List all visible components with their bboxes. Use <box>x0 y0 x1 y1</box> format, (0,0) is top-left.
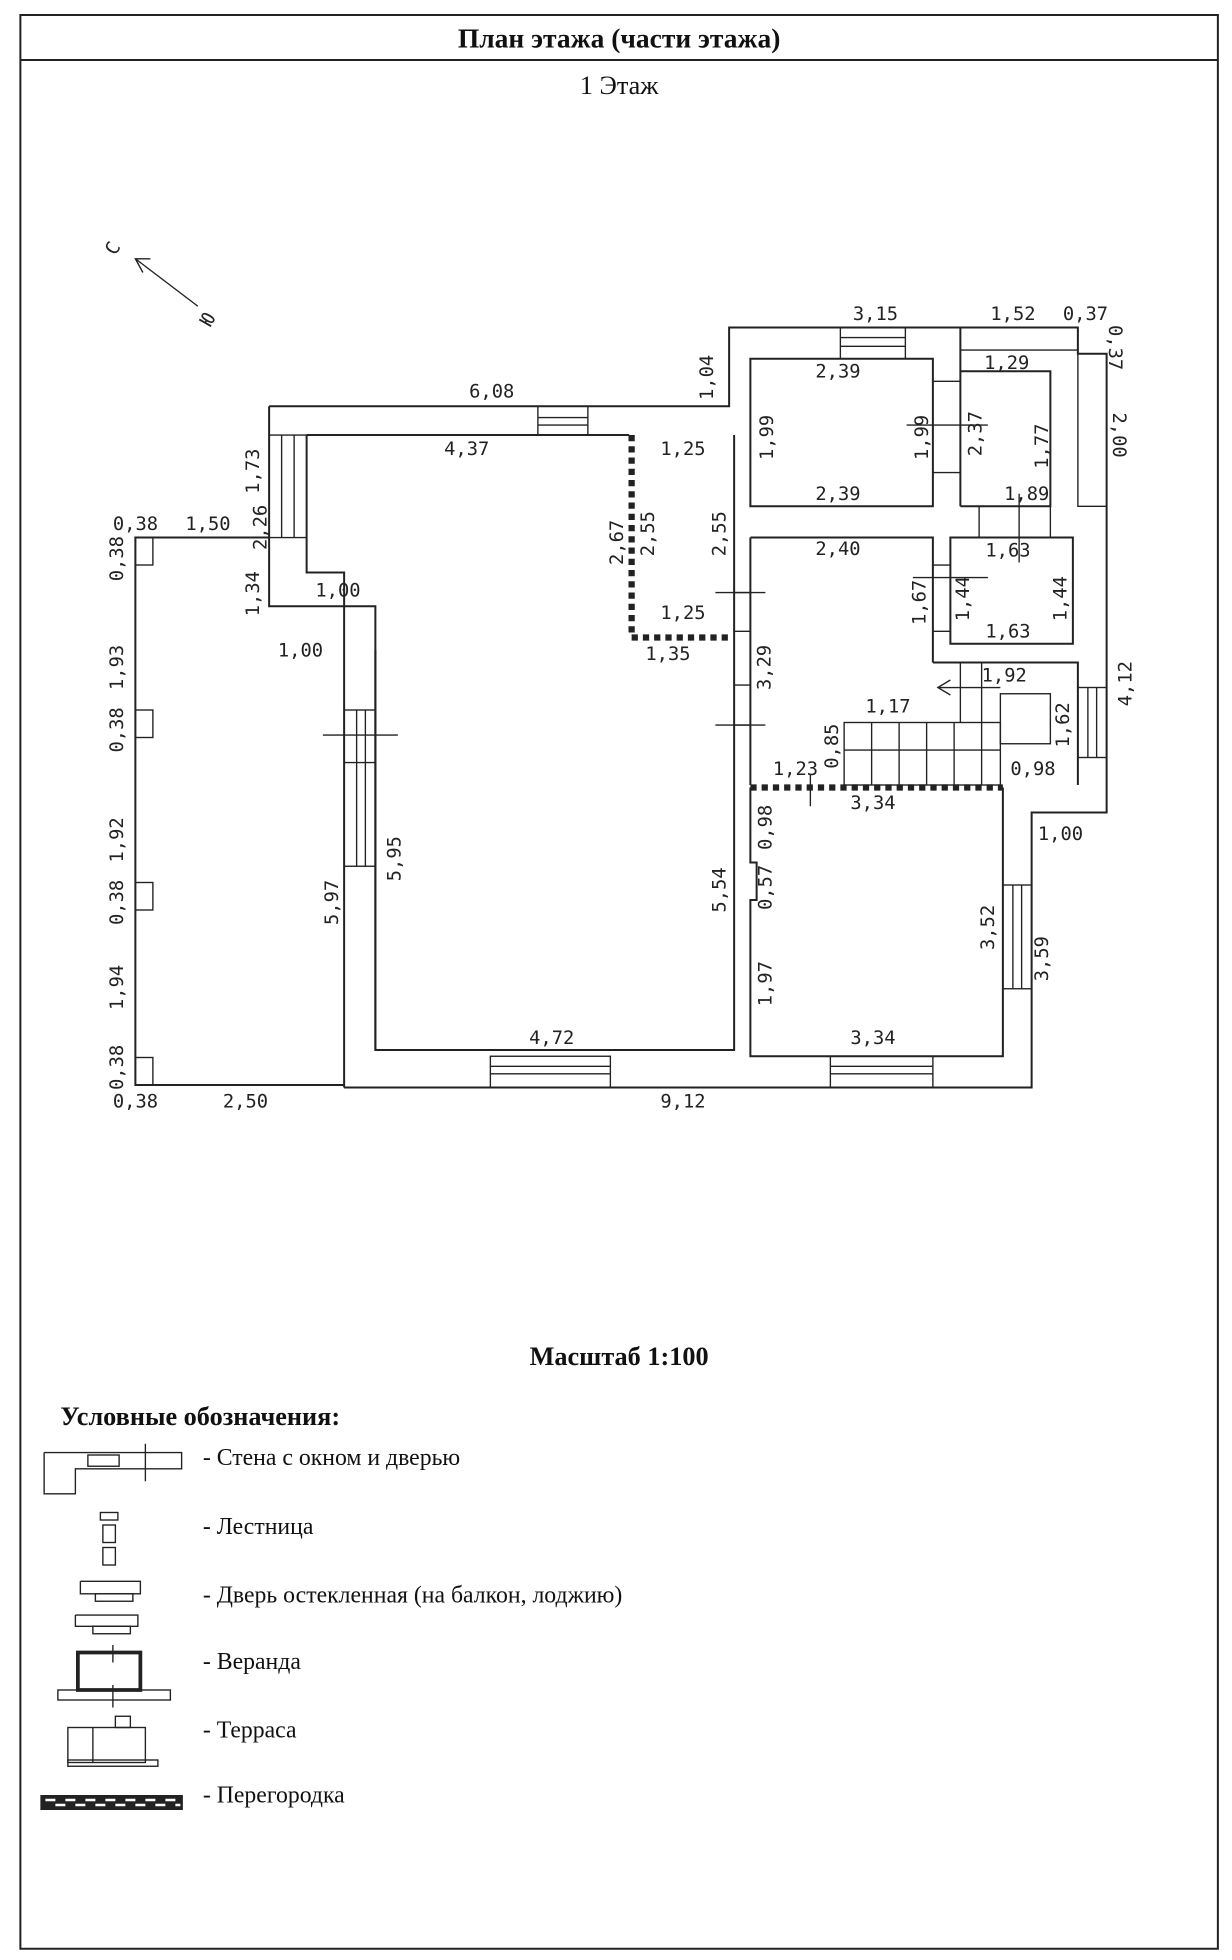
dim-label: 6,08 <box>469 382 514 403</box>
dim-label: 1,52 <box>990 304 1035 325</box>
dim-label: 1,89 <box>1004 484 1049 505</box>
dim-label: 1,35 <box>645 644 690 665</box>
dim-label: 0,37 <box>1104 325 1125 370</box>
dim-label: 2,00 <box>1108 413 1129 458</box>
compass-icon: С Ю <box>102 238 221 330</box>
dim-label: 5,54 <box>709 867 730 912</box>
dim-label: 3,59 <box>1032 936 1053 981</box>
dim-label: 4,37 <box>444 439 489 460</box>
dim-label: 5,95 <box>384 836 405 881</box>
dim-label: 0,38 <box>107 707 128 752</box>
dim-label: 2,39 <box>815 362 860 383</box>
dim-label: 0,37 <box>1063 304 1108 325</box>
legend-title: Условные обозначения: <box>60 1402 340 1431</box>
dim-label: 1,94 <box>107 965 128 1010</box>
dim-label: 0,38 <box>107 880 128 925</box>
dim-label: 5,97 <box>322 880 343 925</box>
legend-item-label: - Стена с окном и дверью <box>203 1445 460 1471</box>
legend-item-label: - Дверь остекленная (на балкон, лоджию) <box>203 1583 622 1609</box>
dim-label: 1,50 <box>185 514 230 535</box>
glazed-door-icon <box>74 1580 142 1635</box>
legend-item-label: - Терраса <box>203 1718 297 1744</box>
dim-label: 3,34 <box>850 1028 895 1049</box>
page-title: План этажа (части этажа) <box>458 23 781 54</box>
dim-label: 2,67 <box>607 520 628 565</box>
dim-label: 2,37 <box>966 411 987 456</box>
dim-label: 1,29 <box>984 353 1029 374</box>
dim-label: 1,73 <box>243 449 264 494</box>
dim-label: 1,44 <box>1051 576 1072 621</box>
dim-label: 1,62 <box>1053 702 1074 747</box>
dim-label: 3,52 <box>978 905 999 950</box>
dim-label: 1,00 <box>315 580 360 601</box>
veranda-icon <box>57 1645 172 1708</box>
dim-label: 1,63 <box>985 540 1030 561</box>
dim-label: 1,92 <box>107 817 128 862</box>
dim-label: 1,77 <box>1032 424 1053 469</box>
dim-label: 1,34 <box>243 571 264 616</box>
dim-label: 0,57 <box>756 865 777 910</box>
dim-label: 0,38 <box>113 1092 158 1113</box>
dim-label: 1,00 <box>1038 824 1083 845</box>
dim-label: 1,25 <box>660 439 705 460</box>
scale-label: Масштаб 1:100 <box>530 1342 709 1371</box>
dim-label: 0,98 <box>756 805 777 850</box>
dim-label: 0,38 <box>107 536 128 581</box>
dim-label: 2,55 <box>638 511 659 556</box>
terrace-icon <box>67 1715 159 1767</box>
dim-label: 2,50 <box>223 1092 268 1113</box>
dim-label: 2,40 <box>815 539 860 560</box>
legend-item-label: - Веранда <box>203 1649 301 1675</box>
partition-icon <box>40 1795 183 1810</box>
dim-label: 2,26 <box>251 505 272 550</box>
wall-window-door-icon <box>43 1443 183 1495</box>
legend-item-label: - Лестница <box>203 1514 314 1540</box>
upper-right-rooms <box>715 326 1107 785</box>
dim-label: 1,04 <box>697 355 718 400</box>
compass-south-label: Ю <box>197 310 221 330</box>
dim-label: 4,12 <box>1116 661 1137 706</box>
dim-label: 1,23 <box>773 759 818 780</box>
terrace-wing <box>134 536 345 1086</box>
dim-label: 3,15 <box>853 304 898 325</box>
legend-item-label: - Перегородка <box>203 1783 345 1809</box>
dim-label: 1,25 <box>660 603 705 624</box>
room-e <box>749 787 1033 1089</box>
dim-label: 1,97 <box>756 961 777 1006</box>
compass-north-label: С <box>102 238 126 258</box>
dim-label: 3,34 <box>850 793 895 814</box>
staircase <box>843 661 1108 786</box>
dim-label: 9,12 <box>660 1092 705 1113</box>
dim-label: 2,39 <box>815 484 860 505</box>
main-room <box>306 405 736 1089</box>
dim-label: 0,85 <box>822 724 843 769</box>
dim-label: 0,98 <box>1010 759 1055 780</box>
dim-label: 1,44 <box>953 576 974 621</box>
page-frame <box>19 14 1219 1950</box>
closet <box>628 435 736 641</box>
dim-label: 1,99 <box>912 415 933 460</box>
stairs-icon <box>99 1511 119 1566</box>
dim-label: 1,92 <box>982 665 1027 686</box>
dimension-labels: 6,08 4,37 3,15 1,04 1,52 0,37 0,37 2,00 … <box>107 304 1137 1113</box>
dim-label: 4,72 <box>529 1028 574 1049</box>
dim-label: 2,55 <box>709 511 730 556</box>
dim-label: 1,00 <box>278 640 323 661</box>
dim-label: 1,63 <box>985 622 1030 643</box>
dim-label: 1,17 <box>865 697 910 718</box>
dim-label: 1,99 <box>757 415 778 460</box>
floor-label: 1 Этаж <box>580 71 659 100</box>
dim-label: 3,29 <box>754 645 775 690</box>
dim-label: 1,67 <box>909 580 930 625</box>
dim-label: 0,38 <box>107 1045 128 1090</box>
dim-label: 0,38 <box>113 514 158 535</box>
dim-label: 1,93 <box>107 645 128 690</box>
